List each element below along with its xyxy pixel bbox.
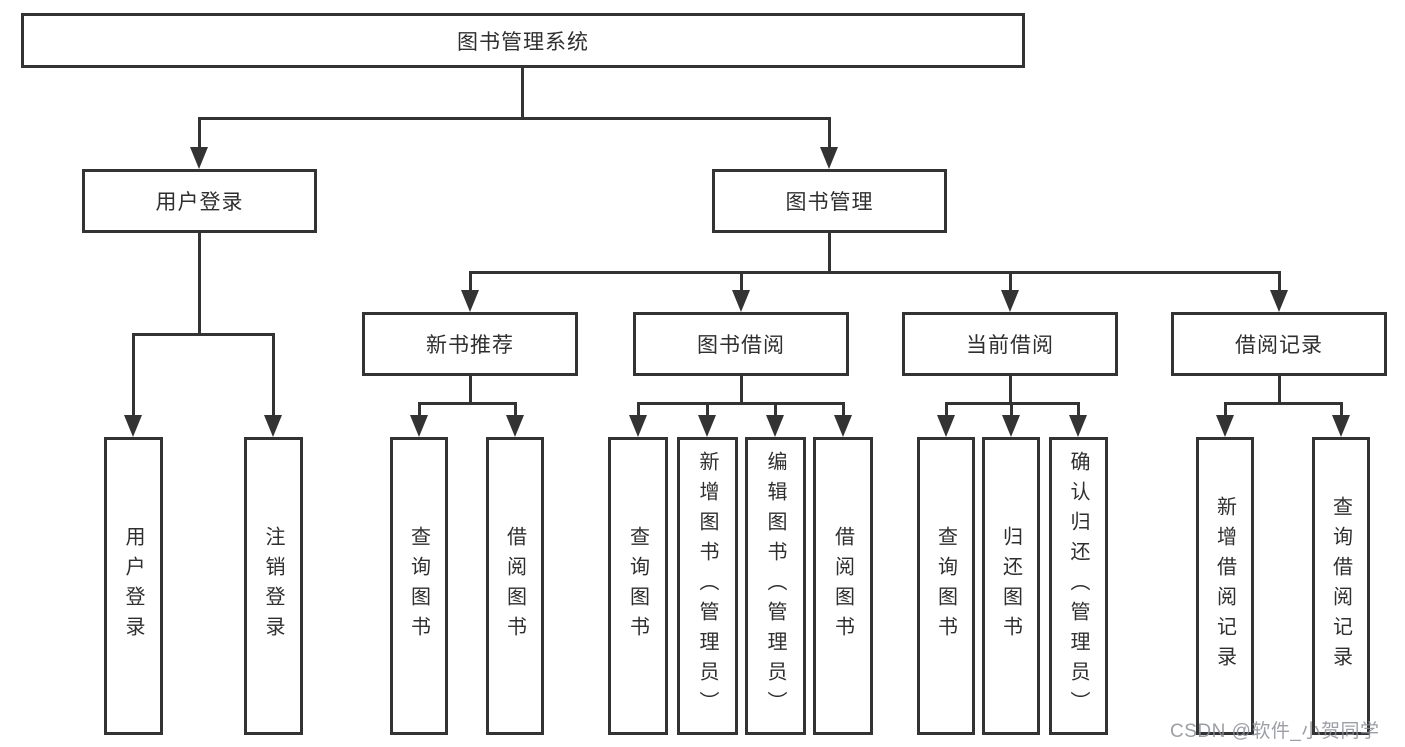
connector-line <box>828 117 831 147</box>
connector-line <box>198 117 201 147</box>
connector-line <box>1009 376 1012 404</box>
connector-line <box>740 271 743 290</box>
connector-line <box>1224 402 1227 415</box>
node-book-management: 图书管理 <box>712 169 947 233</box>
csdn-watermark: CSDN @软件_小贺同学 <box>1170 721 1380 742</box>
leaf-cb-return-books: 归还图书 <box>982 437 1040 735</box>
connector-line <box>774 402 777 415</box>
connector-line <box>1278 376 1281 404</box>
arrow-down-icon <box>124 415 142 437</box>
leaf-br-query-record: 查询借阅记录 <box>1312 437 1370 735</box>
arrow-down-icon <box>820 147 838 169</box>
arrow-down-icon <box>1002 415 1020 437</box>
arrow-down-icon <box>629 415 647 437</box>
connector-line <box>132 333 275 336</box>
node-new-book-recommend: 新书推荐 <box>362 312 578 376</box>
leaf-user-login: 用户登录 <box>104 437 163 735</box>
leaf-cb-query-books: 查询图书 <box>917 437 975 735</box>
connector-line <box>1009 271 1012 290</box>
arrow-down-icon <box>834 415 852 437</box>
arrow-down-icon <box>1270 290 1288 312</box>
connector-line <box>637 402 844 405</box>
connector-line <box>842 402 845 415</box>
connector-line <box>469 376 472 404</box>
connector-line <box>272 333 275 415</box>
connector-line <box>469 271 1281 274</box>
leaf-nbr-borrow-books: 借阅图书 <box>486 437 544 735</box>
connector-line <box>418 402 421 415</box>
arrow-down-icon <box>190 147 208 169</box>
connector-line <box>1278 271 1281 290</box>
leaf-logout-login: 注销登录 <box>244 437 303 735</box>
arrow-down-icon <box>1069 415 1087 437</box>
node-book-borrow: 图书借阅 <box>633 312 849 376</box>
arrow-down-icon <box>698 415 716 437</box>
connector-line <box>1224 402 1342 405</box>
arrow-down-icon <box>1216 415 1234 437</box>
node-root: 图书管理系统 <box>21 13 1025 68</box>
connector-line <box>1077 402 1080 415</box>
arrow-down-icon <box>264 415 282 437</box>
node-user-login: 用户登录 <box>82 169 317 233</box>
leaf-bb-edit-books-admin: 编辑图书（管理员） <box>745 437 806 735</box>
connector-line <box>132 333 135 415</box>
arrow-down-icon <box>1001 290 1019 312</box>
arrow-down-icon <box>732 290 750 312</box>
connector-line <box>521 68 524 120</box>
leaf-bb-add-books-admin: 新增图书（管理员） <box>677 437 738 735</box>
leaf-br-add-record: 新增借阅记录 <box>1196 437 1254 735</box>
connector-line <box>1340 402 1343 415</box>
connector-line <box>637 402 640 415</box>
connector-line <box>828 233 831 274</box>
arrow-down-icon <box>766 415 784 437</box>
leaf-bb-query-books: 查询图书 <box>608 437 668 735</box>
leaf-bb-borrow-books: 借阅图书 <box>813 437 873 735</box>
arrow-down-icon <box>937 415 955 437</box>
connector-line <box>514 402 517 415</box>
arrow-down-icon <box>410 415 428 437</box>
connector-line <box>945 402 948 415</box>
arrow-down-icon <box>506 415 524 437</box>
node-current-borrow: 当前借阅 <box>902 312 1118 376</box>
connector-line <box>706 402 709 415</box>
node-borrow-records: 借阅记录 <box>1171 312 1387 376</box>
arrow-down-icon <box>461 290 479 312</box>
connector-line <box>1010 402 1013 415</box>
arrow-down-icon <box>1332 415 1350 437</box>
connector-line <box>469 271 472 290</box>
leaf-cb-confirm-return-admin: 确认归还（管理员） <box>1049 437 1108 735</box>
connector-line <box>418 402 516 405</box>
connector-line <box>740 376 743 404</box>
connector-line <box>198 117 830 120</box>
connector-line <box>198 233 201 335</box>
leaf-nbr-query-books: 查询图书 <box>390 437 448 735</box>
